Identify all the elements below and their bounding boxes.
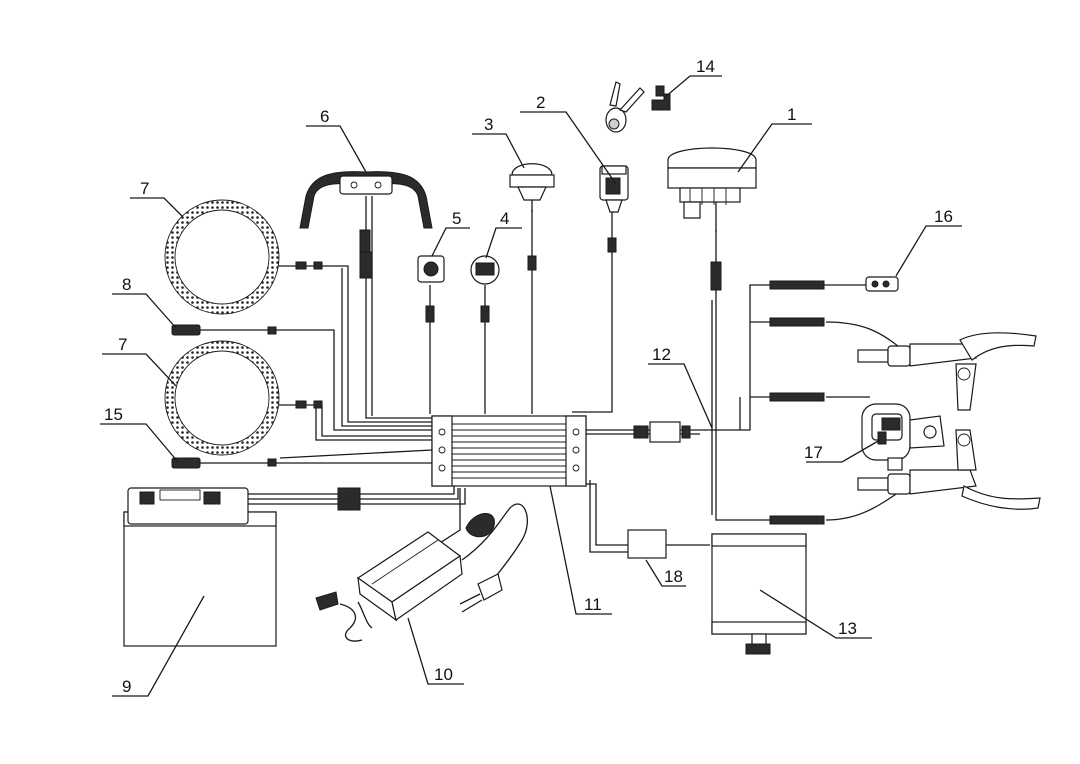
callout-numbers: 1 2 3 4 5 6 7 7 8 9 10 11 12 13 14 15 16… [104,57,953,696]
controller [431,415,587,487]
callout-16: 16 [934,207,953,226]
light-ring-bottom-icon [164,340,280,456]
handlebar-icon [299,171,433,261]
keys-icon [605,81,671,133]
motor-icon [711,533,807,655]
callout-14: 14 [696,57,715,76]
callout-1: 1 [787,105,796,124]
dashboard-display-icon [667,147,757,232]
brake-lever-bottom-icon [857,429,1041,510]
charger-icon [315,503,528,642]
connectors [267,237,825,525]
callout-13: 13 [838,619,857,638]
callout-12: 12 [652,345,671,364]
switch-5-icon [417,255,445,283]
callout-15: 15 [104,405,123,424]
switch-16-icon [865,276,899,292]
callout-4: 4 [500,209,509,228]
light-ring-top-icon [164,199,280,315]
switch-4-icon [470,255,500,285]
callout-7-bottom: 7 [118,335,127,354]
callout-5: 5 [452,209,461,228]
leader-lines [100,75,962,697]
callout-10: 10 [434,665,453,684]
key-switch-icon [599,165,629,213]
callout-18: 18 [664,567,683,586]
brake-lever-top-icon [857,332,1037,411]
callout-3: 3 [484,115,493,134]
horn-icon [509,163,555,212]
callout-6: 6 [320,107,329,126]
callout-2: 2 [536,93,545,112]
module-18-icon [627,529,667,559]
callout-17: 17 [804,443,823,462]
callout-8: 8 [122,275,131,294]
throttle-display-icon [861,403,945,471]
battery-icon [123,487,277,647]
callout-11: 11 [584,595,602,614]
callout-7-top: 7 [140,179,149,198]
callout-9: 9 [122,677,131,696]
tail-plug-icon [171,324,201,469]
